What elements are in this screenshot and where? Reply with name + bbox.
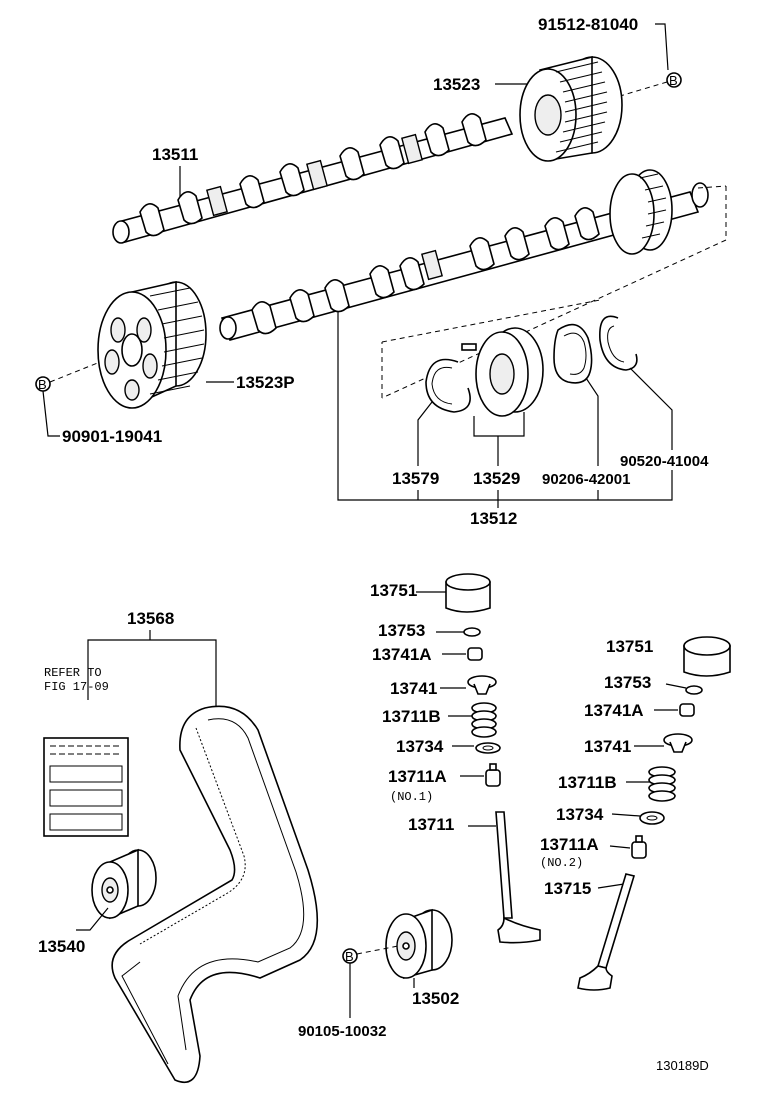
- label-left-no1: (NO.1): [390, 790, 433, 804]
- leader-90520: [629, 367, 673, 450]
- spring-seat-right: [639, 811, 665, 825]
- shim-left: [463, 627, 481, 637]
- label-90206-42001: 90206-42001: [542, 471, 630, 488]
- label-13540: 13540: [38, 937, 85, 956]
- label-13529: 13529: [473, 469, 520, 488]
- valve-spring-left: [471, 702, 497, 738]
- valve-stem-seal-right: [631, 835, 647, 859]
- camshaft-timing-pulley-13523P: [97, 280, 207, 409]
- spring-retainer-left: [467, 675, 497, 695]
- leader-90206: [585, 377, 599, 466]
- svg-text:B: B: [669, 73, 678, 88]
- label-right-13741A: 13741A: [584, 701, 644, 720]
- camshaft-13511: [112, 113, 514, 244]
- leader-right-13734: [611, 813, 641, 817]
- leader-13540: [76, 907, 109, 931]
- dash-bolt-left: [49, 361, 101, 383]
- dash-bolt-bottom: [356, 945, 399, 955]
- wave-washer-90206: [553, 323, 593, 384]
- label-90901-19041: 90901-19041: [62, 427, 162, 446]
- valve-lifter-left: [445, 573, 491, 613]
- leader-91512: [655, 23, 669, 71]
- bolt-marker-left: B: [35, 376, 51, 392]
- label-left-13753: 13753: [378, 621, 425, 640]
- label-13523P: 13523P: [236, 373, 295, 392]
- leader-13579: [417, 401, 433, 466]
- label-left-13741: 13741: [390, 679, 437, 698]
- intake-valve-left: [495, 811, 541, 944]
- label-left-13751: 13751: [370, 581, 417, 600]
- label-13568: 13568: [127, 609, 174, 628]
- label-91512-81040: 91512-81040: [538, 15, 638, 34]
- label-right-13734: 13734: [556, 805, 604, 824]
- refer-to-line1: REFER TO: [44, 666, 102, 680]
- leader-right-13753: [665, 683, 687, 689]
- label-13502: 13502: [412, 989, 459, 1008]
- leader-right-13711A: [609, 845, 631, 849]
- leader-90901: [42, 390, 60, 437]
- label-13512: 13512: [470, 509, 517, 528]
- label-left-13734: 13734: [396, 737, 444, 756]
- bolt-marker-bottom: B: [342, 948, 358, 964]
- label-right-13711B: 13711B: [558, 773, 617, 792]
- exhaust-valve-right: [577, 873, 636, 991]
- label-left-13711A: 13711A: [388, 767, 447, 786]
- label-right-13751: 13751: [606, 637, 653, 656]
- shim-right: [685, 685, 703, 695]
- label-left-13711B: 13711B: [382, 707, 441, 726]
- figure-code: 130189D: [656, 1058, 709, 1073]
- refer-to-line2: FIG 17-09: [44, 680, 109, 694]
- label-13523: 13523: [433, 75, 480, 94]
- label-right-13711A: 13711A: [540, 835, 599, 854]
- reference-sheet-icon: [43, 737, 129, 837]
- leader-right-13715: [597, 883, 625, 889]
- valve-spring-right: [648, 766, 676, 802]
- label-right-13741: 13741: [584, 737, 631, 756]
- bracket-13512: [337, 312, 673, 501]
- valve-stem-seal-left: [485, 763, 501, 787]
- camshaft-timing-pulley-top: [519, 55, 623, 162]
- idler-pulley-13502: [385, 908, 453, 980]
- svg-text:B: B: [38, 377, 47, 392]
- timing-belt-13568: [111, 705, 319, 1084]
- bolt-marker-top-right: B: [666, 72, 682, 88]
- label-left-13711: 13711: [408, 815, 454, 834]
- label-right-no2: (NO.2): [540, 856, 583, 870]
- leader-13568: [87, 639, 217, 706]
- snap-ring-13579: [425, 358, 471, 413]
- label-right-13753: 13753: [604, 673, 651, 692]
- spring-retainer-right: [663, 733, 693, 753]
- dash-shaft-end-1: [697, 185, 727, 189]
- label-13511: 13511: [152, 145, 198, 164]
- idler-pulley-13540: [91, 848, 157, 920]
- label-left-13741A: 13741A: [372, 645, 432, 664]
- dash-assembly-top: [381, 299, 601, 343]
- dash-bolt-top: [619, 81, 668, 97]
- svg-text:B: B: [345, 949, 354, 964]
- label-90520-41004: 90520-41004: [620, 453, 709, 470]
- keeper-left: [467, 647, 483, 661]
- camshaft-13512: [219, 169, 709, 341]
- leader-13529: [473, 412, 525, 437]
- label-right-13715: 13715: [544, 879, 591, 898]
- spring-seat-left: [475, 742, 501, 754]
- snap-ring-90520: [599, 315, 638, 371]
- valve-lifter-right: [683, 636, 731, 677]
- sub-gear-13529: [461, 327, 544, 417]
- label-90105-10032: 90105-10032: [298, 1023, 386, 1040]
- label-13579: 13579: [392, 469, 439, 488]
- keeper-right: [679, 703, 695, 717]
